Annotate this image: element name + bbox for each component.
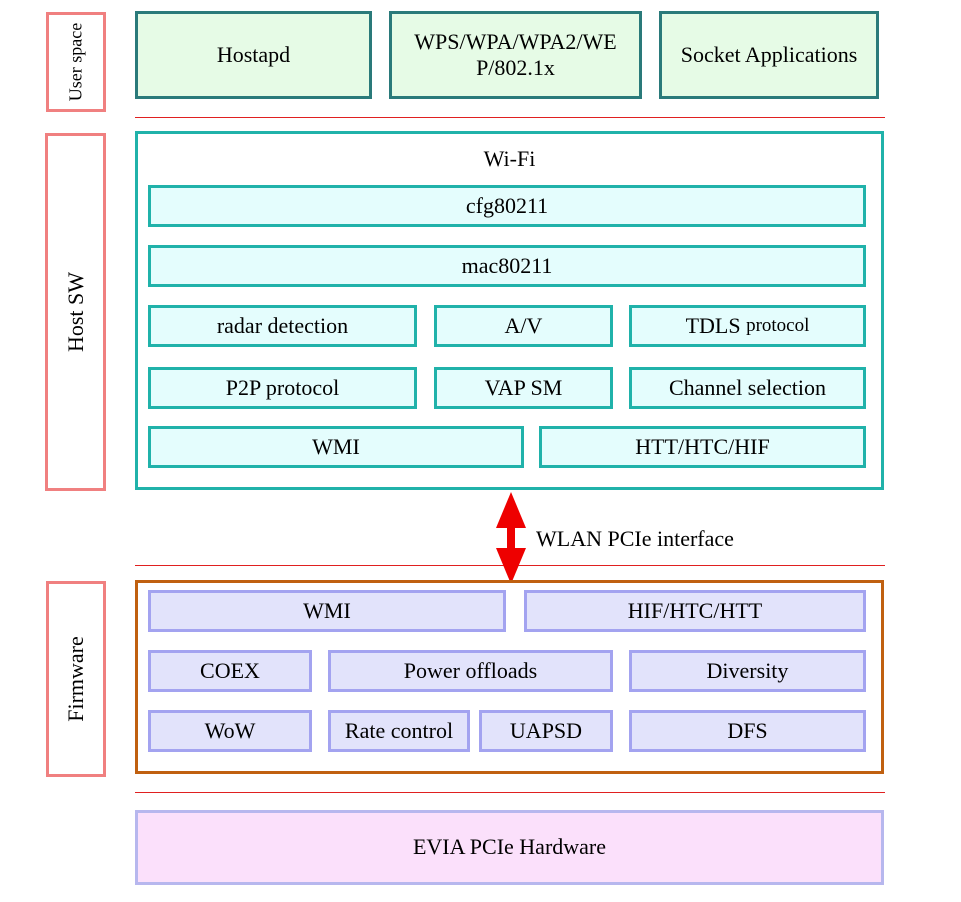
mac80211-label: mac80211 (461, 252, 553, 278)
tdls-protocol-box: TDLS protocol (629, 305, 866, 347)
htt-htc-hif-label: HTT/HTC/HIF (635, 433, 770, 459)
coex-box: COEX (148, 650, 312, 692)
wow-box: WoW (148, 710, 312, 752)
cfg80211-box: cfg80211 (148, 185, 866, 227)
dfs-label: DFS (727, 717, 768, 743)
rate-control-box: Rate control (328, 710, 470, 752)
hif-htc-htt-label: HIF/HTC/HTT (627, 597, 763, 623)
wps-label-line1: WPS/WPA/WPA2/WE (414, 28, 617, 54)
fw-wmi-label: WMI (303, 597, 351, 623)
channel-selection-label: Channel selection (668, 374, 826, 400)
dfs-box: DFS (629, 710, 866, 752)
separator-firmware-hardware (135, 792, 885, 793)
cfg80211-label: cfg80211 (465, 192, 549, 218)
coex-label: COEX (200, 657, 260, 683)
htt-htc-hif-box: HTT/HTC/HIF (539, 426, 866, 468)
diversity-label: Diversity (706, 657, 789, 683)
vap-sm-label: VAP SM (484, 374, 563, 400)
socket-applications-label: Socket Applications (680, 41, 858, 67)
wps-box: WPS/WPA/WPA2/WE P/802.1x (389, 11, 642, 99)
pcie-double-arrow-icon (496, 492, 526, 584)
power-offloads-label: Power offloads (403, 657, 538, 683)
av-label: A/V (504, 312, 543, 338)
wps-label-line2: P/802.1x (476, 55, 555, 80)
uapsd-label: UAPSD (509, 717, 583, 743)
wow-label: WoW (204, 717, 256, 743)
wifi-title: Wi-Fi (483, 145, 536, 171)
evia-pcie-hardware-label: EVIA PCIe Hardware (412, 834, 607, 860)
host-wmi-label: WMI (312, 433, 360, 459)
user-space-label: User space (65, 22, 86, 102)
socket-applications-box: Socket Applications (659, 11, 879, 99)
p2p-protocol-label: P2P protocol (225, 374, 340, 400)
av-box: A/V (434, 305, 613, 347)
user-space-label-box: User space (46, 12, 106, 112)
power-offloads-box: Power offloads (328, 650, 613, 692)
tdls-label: TDLS (685, 312, 741, 338)
rate-control-label: Rate control (344, 717, 454, 743)
firmware-label: Firmware (63, 636, 88, 722)
wlan-pcie-interface-label: WLAN PCIe interface (536, 526, 734, 551)
mac80211-box: mac80211 (148, 245, 866, 287)
radar-detection-label: radar detection (216, 312, 349, 338)
firmware-label-box: Firmware (46, 581, 106, 777)
hostapd-label: Hostapd (216, 41, 291, 67)
vap-sm-box: VAP SM (434, 367, 613, 409)
separator-user-host (135, 117, 885, 118)
evia-pcie-hardware-box: EVIA PCIe Hardware (135, 810, 884, 885)
channel-selection-box: Channel selection (629, 367, 866, 409)
p2p-protocol-box: P2P protocol (148, 367, 417, 409)
radar-detection-box: radar detection (148, 305, 417, 347)
host-sw-label-box: Host SW (45, 133, 106, 491)
hostapd-box: Hostapd (135, 11, 372, 99)
fw-wmi-box: WMI (148, 590, 506, 632)
hif-htc-htt-box: HIF/HTC/HTT (524, 590, 866, 632)
host-wmi-box: WMI (148, 426, 524, 468)
tdls-protocol-label: protocol (746, 314, 810, 336)
uapsd-box: UAPSD (479, 710, 613, 752)
diversity-box: Diversity (629, 650, 866, 692)
host-sw-label: Host SW (62, 271, 88, 353)
